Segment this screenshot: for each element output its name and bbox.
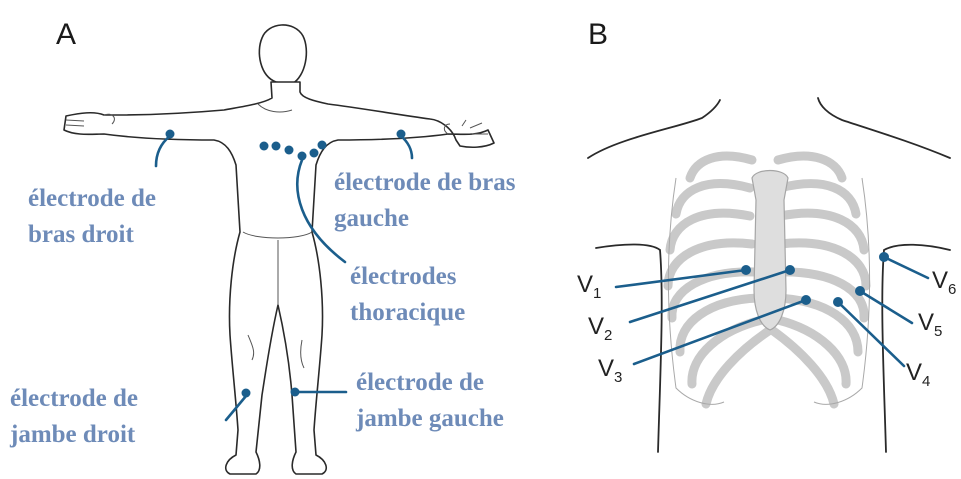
- left-arm-leader: [401, 136, 412, 158]
- v3-label-sub: 3: [614, 369, 622, 386]
- left-leg-label-line2: jambe gauche: [355, 405, 504, 432]
- chest-electrode: [260, 142, 269, 151]
- v6-label-main: V: [932, 267, 948, 294]
- panel-a: A: [9, 18, 516, 474]
- chest-electrode: [310, 149, 319, 158]
- right-arm-label-line1: électrode de: [28, 185, 156, 212]
- right-leg-label-line1: électrode de: [10, 385, 138, 412]
- right-armpit-line: [596, 245, 662, 453]
- v1-label-main: V: [577, 271, 593, 298]
- v5-label: V5: [918, 309, 942, 340]
- v6-label: V6: [932, 267, 956, 298]
- chest-electrode: [272, 142, 281, 151]
- v5-label-main: V: [918, 309, 934, 336]
- v4-label: V4: [906, 359, 930, 390]
- panel-a-letter: A: [56, 18, 76, 51]
- v6-label-sub: 6: [948, 281, 956, 298]
- right-leg-label-line2: jambe droit: [9, 421, 136, 448]
- right-arm-label-line2: bras droit: [28, 221, 134, 248]
- panel-b: B: [577, 18, 956, 452]
- rib-cage: [668, 156, 870, 404]
- v1-label: V1: [577, 271, 601, 302]
- right-shoulder-line: [588, 100, 720, 158]
- v3-label-main: V: [598, 355, 614, 382]
- v4-label-main: V: [906, 359, 922, 386]
- v2-label-main: V: [588, 313, 604, 340]
- panel-b-letter: B: [588, 18, 608, 51]
- thoracic-label-line1: électrodes: [350, 263, 457, 290]
- right-arm-leader: [156, 136, 170, 166]
- left-leg-label-line1: électrode de: [356, 369, 484, 396]
- v4-label-sub: 4: [922, 373, 930, 390]
- left-arm-label-line2: gauche: [334, 205, 409, 232]
- v2-label-sub: 2: [604, 327, 612, 344]
- sternum: [752, 171, 788, 331]
- head: [259, 25, 306, 84]
- left-shoulder-line: [818, 98, 950, 158]
- v3-label: V3: [598, 355, 622, 386]
- chest-electrode: [285, 146, 294, 155]
- v2-label: V2: [588, 313, 612, 344]
- chest-electrode: [318, 141, 327, 150]
- v5-label-sub: 5: [934, 323, 942, 340]
- v1-leader: [616, 270, 746, 287]
- left-arm-label-line1: électrode de bras: [334, 169, 516, 196]
- thoracic-label-line2: thoracique: [350, 299, 465, 326]
- v1-label-sub: 1: [593, 285, 601, 302]
- v6-leader: [884, 257, 928, 278]
